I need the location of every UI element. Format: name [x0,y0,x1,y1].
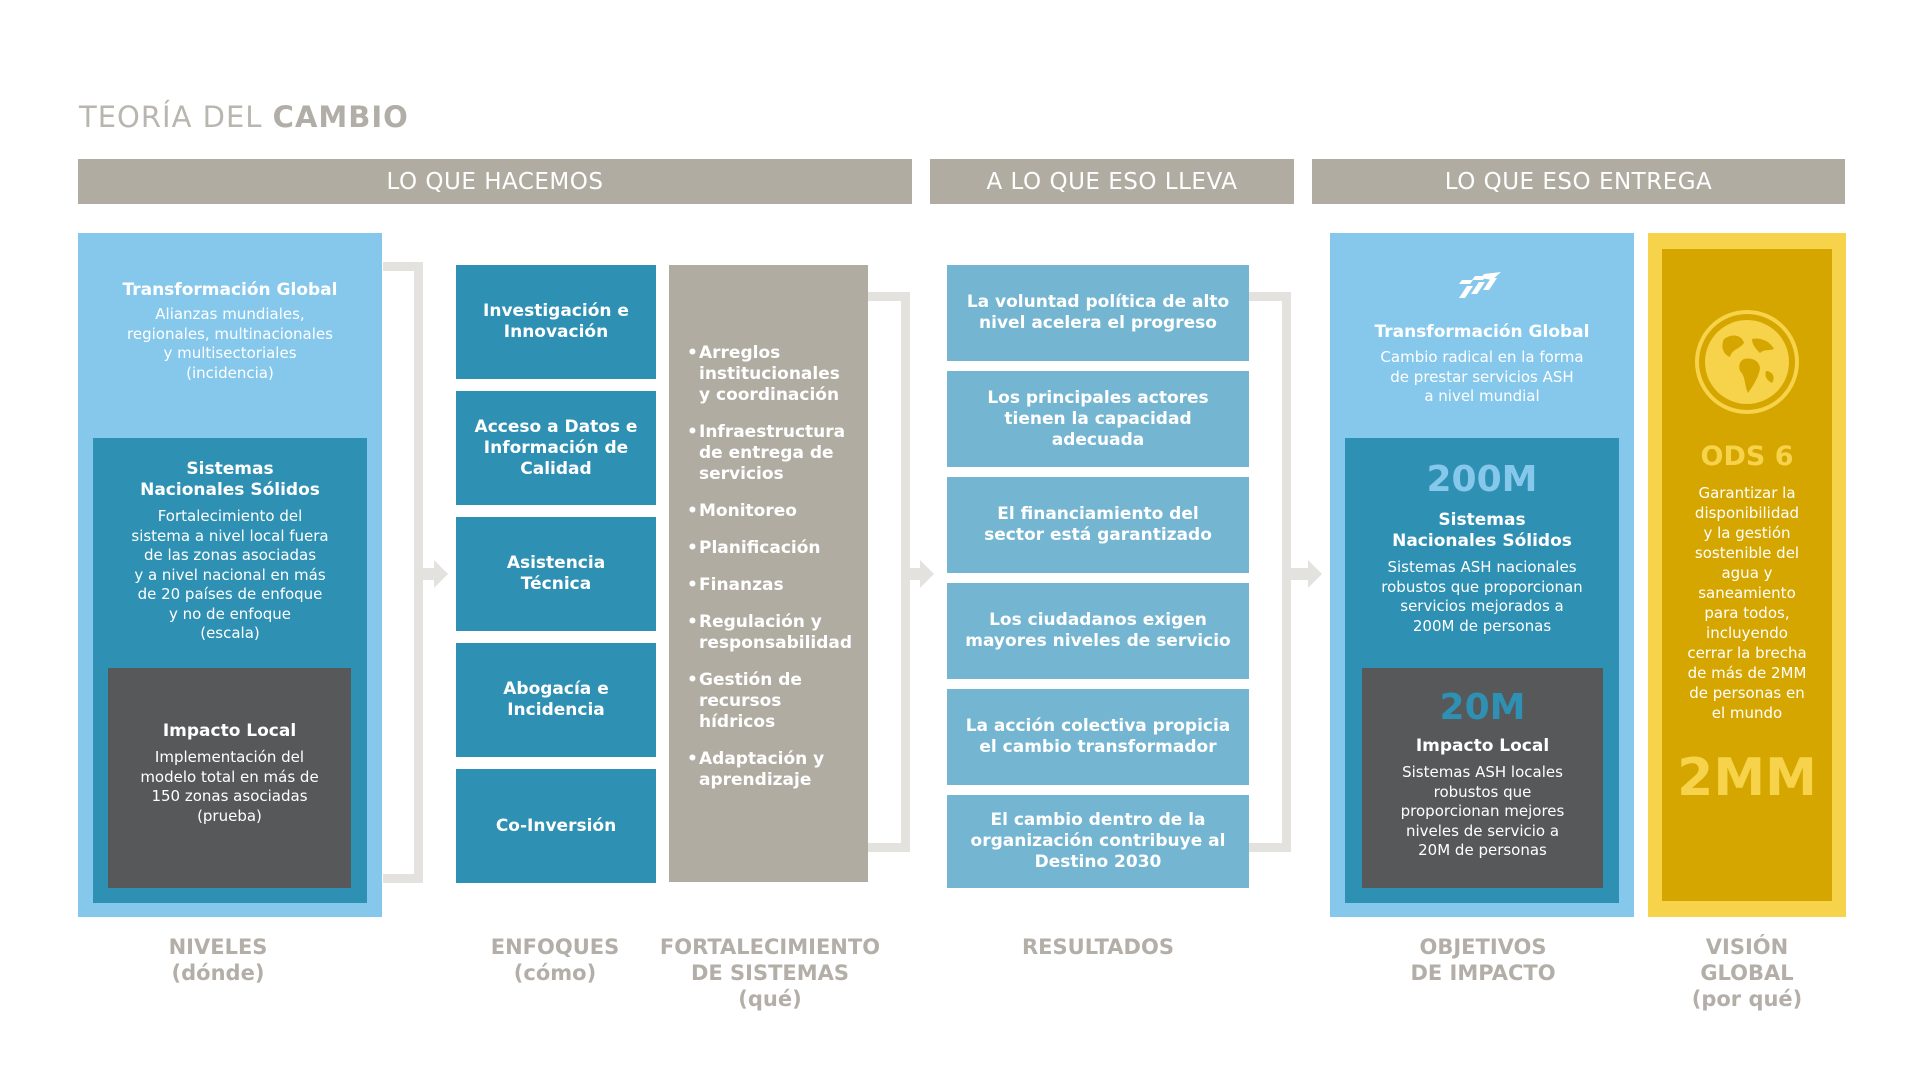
vision-body: Garantizar la disponibilidad y la gestió… [1687,484,1807,722]
fortalecimiento-panel: •Arreglos institucionales y coordinación… [669,265,868,882]
nivel-nacional-title: Sistemas Nacionales Sólidos [140,459,320,500]
resultado-cambio-organizacion: El cambio dentro de la organización cont… [947,795,1249,888]
enfoque-asistencia-tecnica: Asistencia Técnica [456,517,656,631]
connector-arrow-icon [902,560,934,588]
list-item: •Arreglos institucionales y coordinación [687,343,840,405]
enfoque-abogacia: Abogacía e Incidencia [456,643,656,757]
footer-fortalecimiento: FORTALECIMIENTO DE SISTEMAS (qué) [659,935,881,1011]
nivel-global: Transformación Global Alianzas mundiales… [78,280,382,383]
header-lo-que-hacemos: LO QUE HACEMOS [78,159,912,204]
footer-resultados: RESULTADOS [1022,935,1174,959]
forward-arrows-icon [1459,272,1501,298]
objetivo-nacional-number: 200M [1426,459,1538,500]
enfoque-co-inversion: Co-Inversión [456,769,656,883]
nivel-nacional: Sistemas Nacionales Sólidos Fortalecimie… [93,459,367,644]
connector-bracket [1249,292,1291,852]
connector-arrow-icon [1290,560,1322,588]
footer-niveles: NIVELES (dónde) [168,935,268,985]
footer-enfoques: ENFOQUES (cómo) [490,935,620,985]
objetivo-nacional-body: Sistemas ASH nacionales robustos que pro… [1381,558,1583,635]
header-lo-que-eso-entrega: LO QUE ESO ENTREGA [1312,159,1845,204]
enfoque-investigacion: Investigación e Innovación [456,265,656,379]
objetivo-nacional-title: Sistemas Nacionales Sólidos [1392,510,1572,551]
footer-objetivos: OBJETIVOS DE IMPACTO [1410,935,1556,985]
vision-panel: ODS 6 Garantizar la disponibilidad y la … [1662,249,1832,901]
objetivo-local-body: Sistemas ASH locales robustos que propor… [1400,763,1565,859]
resultado-ciudadanos: Los ciudadanos exigen mayores niveles de… [947,583,1249,679]
vision-number: 2MM [1677,748,1817,808]
nivel-global-body: Alianzas mundiales, regionales, multinac… [127,305,333,382]
objetivo-global-title: Transformación Global [1374,322,1590,342]
header-a-lo-que-eso-lleva: A LO QUE ESO LLEVA [930,159,1294,204]
nivel-local-title: Impacto Local [162,721,297,741]
nivel-local: Impacto Local Implementación del modelo … [108,668,351,888]
objetivo-local: 20M Impacto Local Sistemas ASH locales r… [1362,668,1603,888]
nivel-local-body: Implementación del modelo total en más d… [140,748,319,825]
objetivo-global-body: Cambio radical en la forma de prestar se… [1380,348,1584,405]
list-item: •Regulación y responsabilidad [687,612,853,653]
list-item: •Infraestructura de entrega de servicios [687,422,846,484]
footer-vision: VISIÓN GLOBAL (por qué) [1691,935,1803,1011]
resultado-accion-colectiva: La acción colectiva propicia el cambio t… [947,689,1249,785]
list-item: •Gestión de recursos hídricos [687,670,802,732]
objetivo-local-title: Impacto Local [1415,736,1550,756]
list-item: •Finanzas [687,575,784,595]
nivel-nacional-body: Fortalecimiento del sistema a nivel loca… [131,507,329,642]
page-title: TEORÍA DEL CAMBIO [79,100,409,134]
objetivo-local-number: 20M [1439,687,1526,728]
enfoque-acceso-datos: Acceso a Datos e Información de Calidad [456,391,656,505]
list-item: •Monitoreo [687,501,797,521]
objetivo-global: Transformación Global Cambio radical en … [1330,322,1634,407]
resultado-financiamiento: El financiamiento del sector está garant… [947,477,1249,573]
list-item: •Adaptación y aprendizaje [687,749,825,790]
resultado-voluntad-politica: La voluntad política de alto nivel acele… [947,265,1249,361]
connector-arrow-icon [416,560,448,588]
nivel-global-title: Transformación Global [122,280,338,300]
resultado-capacidad: Los principales actores tienen la capaci… [947,371,1249,467]
globe-icon [1695,310,1799,414]
vision-title: ODS 6 [1700,441,1794,472]
list-item: •Planificación [687,538,821,558]
